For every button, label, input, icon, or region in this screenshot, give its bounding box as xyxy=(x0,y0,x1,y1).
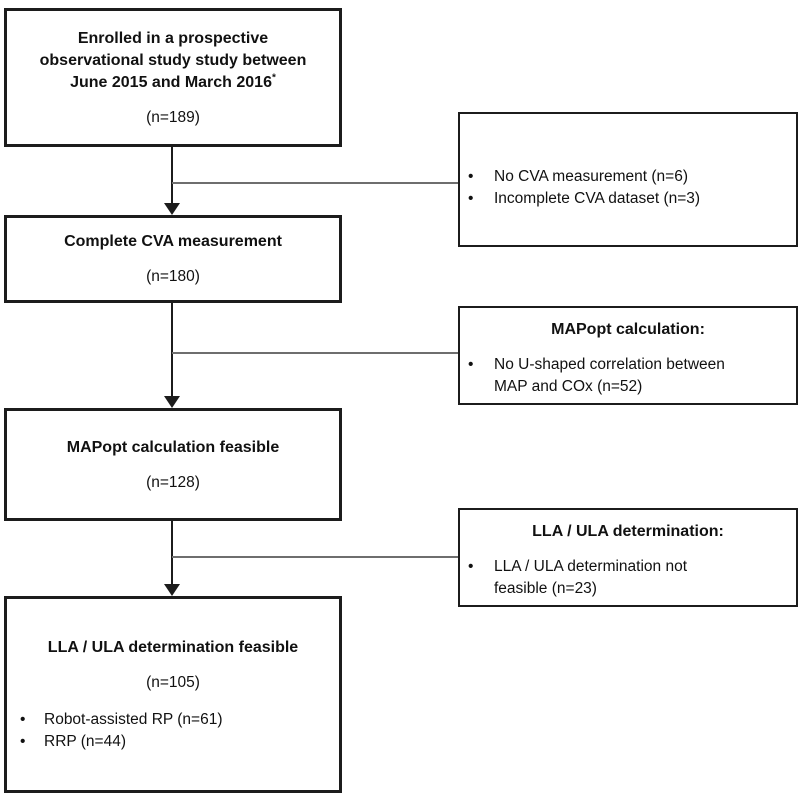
box-enrolled-title-line3-text: June 2015 and March 2016 xyxy=(70,73,272,91)
connector-vertical-2 xyxy=(171,303,173,398)
box-complete-cva-title: Complete CVA measurement xyxy=(64,233,282,250)
lla-feasible-bullet2: RRP (n=44) xyxy=(44,732,126,750)
list-item: No CVA measurement (n=6) xyxy=(468,166,786,188)
down-arrowhead-icon-1 xyxy=(164,203,180,215)
box-complete-cva: Complete CVA measurement (n=180) xyxy=(4,215,342,303)
exclusion-cva-bullet1: No CVA measurement (n=6) xyxy=(494,168,688,185)
box-mapopt-feasible-count: (n=128) xyxy=(146,473,200,491)
connector-horizontal-3 xyxy=(172,556,458,558)
list-item: No U-shaped correlation between MAP and … xyxy=(468,354,786,398)
list-item: Incomplete CVA dataset (n=3) xyxy=(468,188,786,210)
down-arrowhead-icon-2 xyxy=(164,396,180,408)
connector-horizontal-1 xyxy=(172,182,458,184)
box-exclusion-cva: No CVA measurement (n=6) Incomplete CVA … xyxy=(458,112,798,247)
exclusion-lla-header: LLA / ULA determination: xyxy=(532,523,724,540)
exclusion-lla-bullet1-line1: LLA / ULA determination not xyxy=(494,558,688,575)
connector-vertical-3 xyxy=(171,521,173,586)
exclusion-cva-list: No CVA measurement (n=6) Incomplete CVA … xyxy=(460,166,796,210)
list-item: Robot-assisted RP (n=61) xyxy=(20,709,329,731)
list-item: LLA / ULA determination not feasible (n=… xyxy=(468,556,786,600)
box-exclusion-lla-ula: LLA / ULA determination: LLA / ULA deter… xyxy=(458,508,798,607)
box-enrolled-title: Enrolled in a prospective observational … xyxy=(40,28,307,94)
exclusion-mapopt-bullet1-line1: No U-shaped correlation between xyxy=(494,356,725,373)
exclusion-lla-bullet1: LLA / ULA determination not feasible (n=… xyxy=(494,556,687,600)
box-exclusion-mapopt: MAPopt calculation: No U-shaped correlat… xyxy=(458,306,798,405)
box-enrolled-title-line3: June 2015 and March 2016* xyxy=(40,72,307,94)
box-lla-ula-feasible: LLA / ULA determination feasible (n=105)… xyxy=(4,596,342,793)
exclusion-lla-list: LLA / ULA determination not feasible (n=… xyxy=(460,556,796,600)
list-item: RRP (n=44) xyxy=(20,731,329,753)
box-enrolled: Enrolled in a prospective observational … xyxy=(4,8,342,147)
connector-vertical-1 xyxy=(171,147,173,205)
exclusion-mapopt-bullet1-line2: MAP and COx (n=52) xyxy=(494,378,643,395)
box-complete-cva-count: (n=180) xyxy=(146,268,200,285)
footnote-asterisk: * xyxy=(271,72,276,84)
connector-horizontal-2 xyxy=(172,352,458,354)
exclusion-mapopt-list: No U-shaped correlation between MAP and … xyxy=(460,354,796,398)
box-lla-feasible-count: (n=105) xyxy=(146,673,200,691)
box-mapopt-feasible: MAPopt calculation feasible (n=128) xyxy=(4,408,342,521)
box-enrolled-title-line1: Enrolled in a prospective xyxy=(77,29,269,47)
box-enrolled-title-line2: observational study study between xyxy=(39,51,307,69)
exclusion-mapopt-header: MAPopt calculation: xyxy=(551,321,705,338)
box-mapopt-feasible-title: MAPopt calculation feasible xyxy=(66,438,280,456)
exclusion-lla-bullet1-line2: feasible (n=23) xyxy=(494,580,597,597)
lla-feasible-bullet1: Robot-assisted RP (n=61) xyxy=(44,710,223,728)
box-lla-feasible-title: LLA / ULA determination feasible xyxy=(47,638,299,656)
down-arrowhead-icon-3 xyxy=(164,584,180,596)
box-enrolled-count: (n=189) xyxy=(146,108,200,126)
lla-feasible-list: Robot-assisted RP (n=61) RRP (n=44) xyxy=(7,709,339,753)
exclusion-mapopt-bullet1: No U-shaped correlation between MAP and … xyxy=(494,354,725,398)
exclusion-cva-bullet2: Incomplete CVA dataset (n=3) xyxy=(494,190,701,207)
